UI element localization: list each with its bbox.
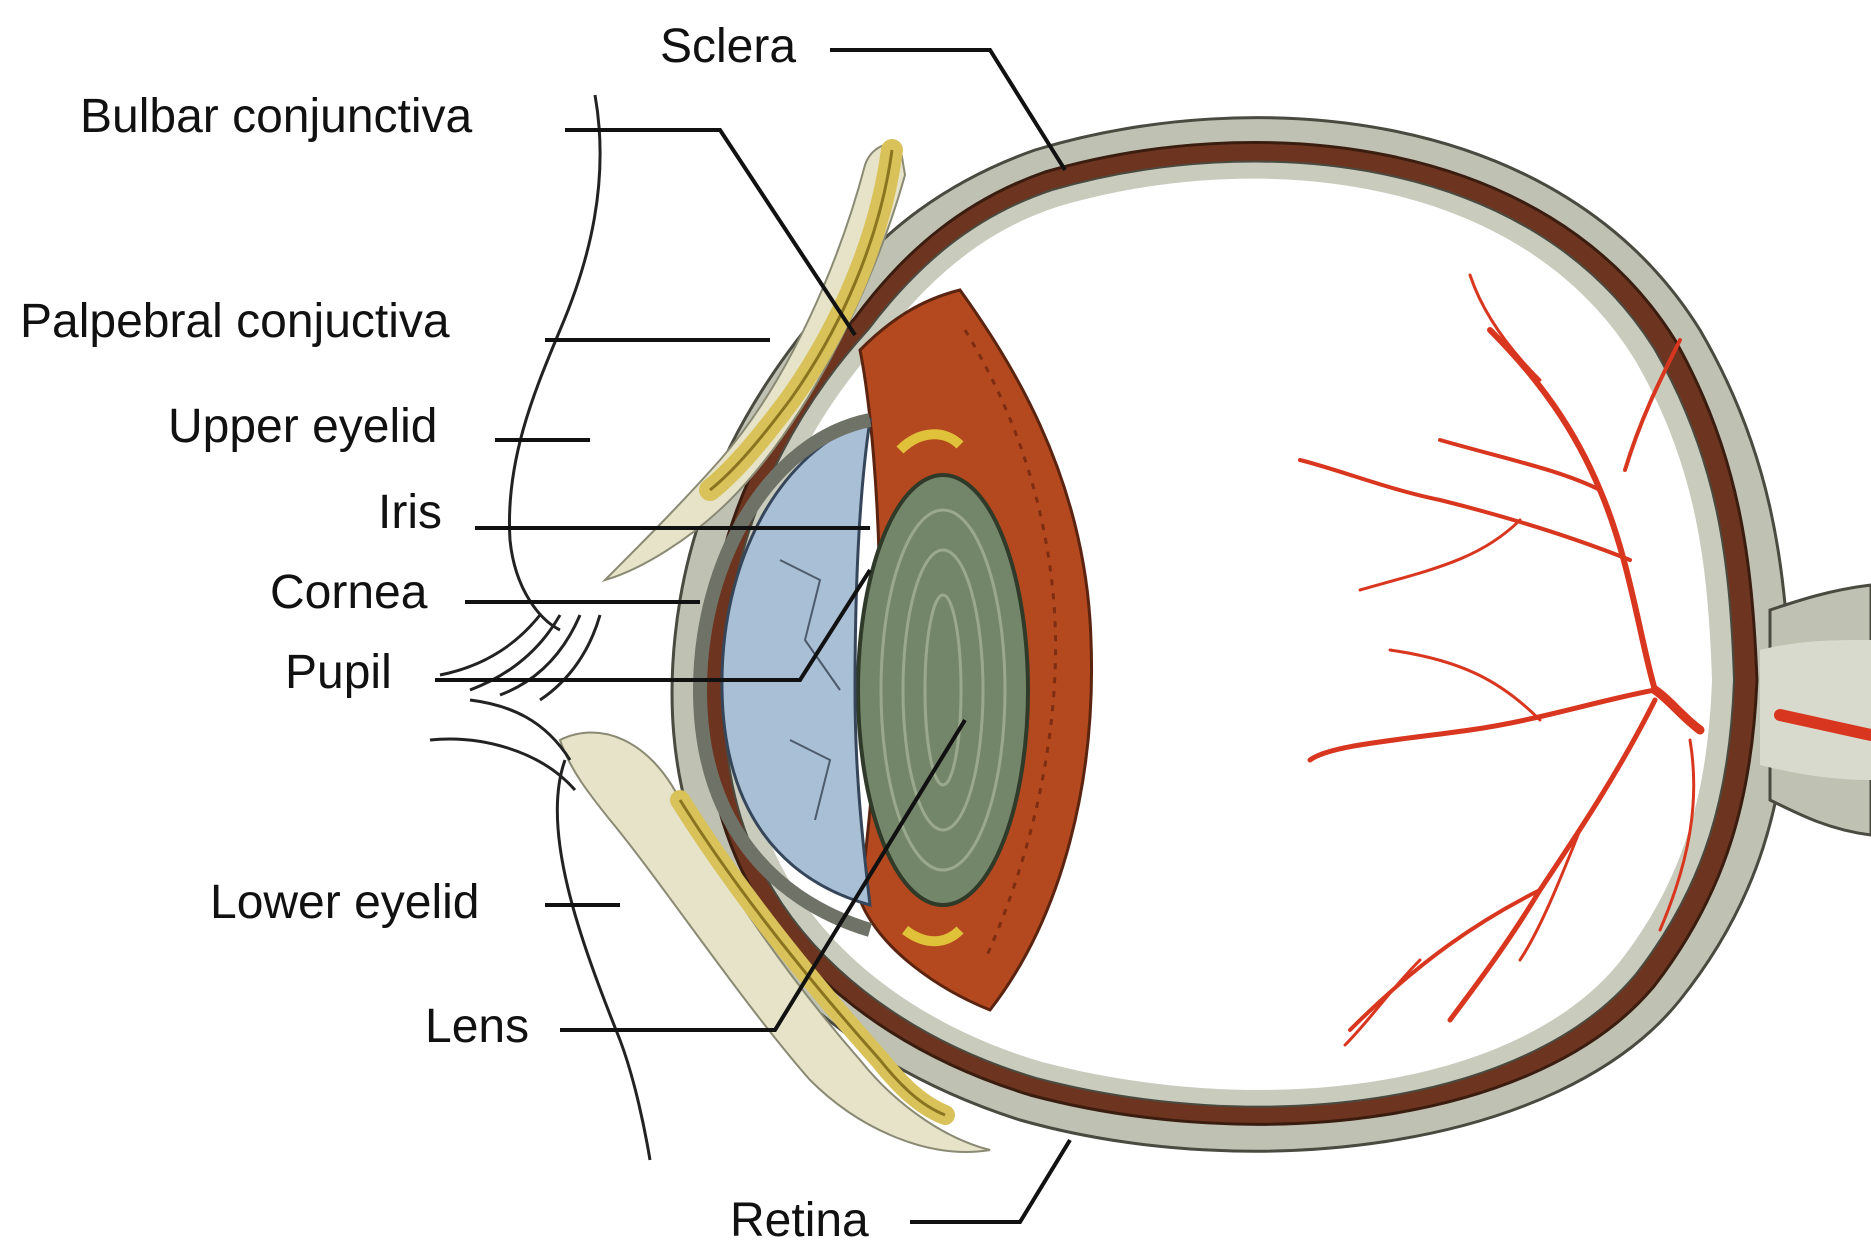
label-sclera: Sclera	[660, 20, 796, 73]
leader-retina	[910, 1140, 1070, 1222]
label-lens: Lens	[425, 1000, 529, 1053]
upper-eyelashes	[440, 615, 600, 700]
label-iris: Iris	[378, 486, 442, 539]
label-pupil: Pupil	[285, 646, 392, 699]
label-palpebral-conjunctiva: Palpebral conjuctiva	[20, 295, 450, 348]
label-retina: Retina	[730, 1194, 869, 1246]
label-lower-eyelid: Lower eyelid	[210, 876, 479, 929]
optic-nerve	[1760, 585, 1871, 835]
label-upper-eyelid: Upper eyelid	[168, 400, 437, 453]
leader-bulbar-conjunctiva	[565, 130, 855, 335]
label-bulbar-conjunctiva: Bulbar conjunctiva	[80, 90, 473, 143]
label-cornea: Cornea	[270, 566, 428, 619]
